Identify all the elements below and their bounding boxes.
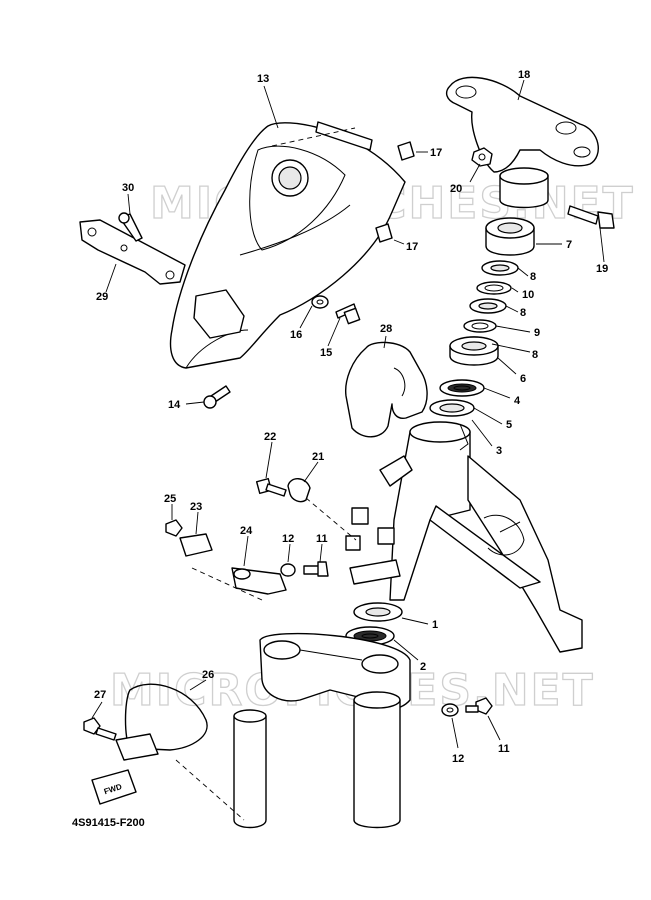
clamp-part-upper [499, 167, 549, 209]
callout-18: 18 [518, 69, 530, 81]
upper-bracket-part-18 [445, 76, 599, 173]
fork-tube-left [233, 709, 267, 829]
bolt-part-27 [83, 717, 117, 741]
guard-part-28 [345, 341, 428, 438]
callout-25: 25 [164, 493, 176, 505]
nut-part-20 [471, 147, 493, 167]
bushing-part-7 [485, 217, 535, 256]
ball-race-part-4 [439, 379, 485, 397]
callout-8-a: 8 [530, 271, 536, 283]
callout-16: 16 [290, 329, 302, 341]
callout-11-lower: 11 [498, 743, 510, 755]
callout-23: 23 [190, 501, 202, 513]
hose-guide-part-26 [115, 683, 208, 761]
callout-13: 13 [257, 73, 269, 85]
callout-4: 4 [514, 395, 521, 407]
callout-30: 30 [122, 182, 134, 194]
bolt-part-11-lower [465, 697, 493, 715]
callout-24: 24 [240, 525, 253, 537]
callout-labels: 13 18 17 30 20 19 7 17 29 8 10 8 16 15 9… [94, 69, 608, 765]
callout-17-lower: 17 [406, 241, 418, 253]
leader-lines [91, 79, 605, 749]
ball-race-part-5 [429, 399, 475, 417]
callout-3: 3 [496, 445, 502, 457]
callout-12-lower: 12 [452, 753, 464, 765]
figure-code: 4S91415-F200 [72, 817, 145, 829]
callout-26: 26 [202, 669, 214, 681]
bolt-part-25 [165, 519, 183, 537]
rubber-washer-part-9 [463, 319, 497, 333]
callout-21: 21 [312, 451, 324, 463]
cover-part-6 [449, 336, 499, 366]
under-bracket-assembly [259, 632, 411, 710]
callout-7: 7 [566, 239, 572, 251]
callout-28: 28 [380, 323, 392, 335]
clip-nut-17-upper [397, 141, 415, 161]
bolt-part-19 [567, 205, 615, 229]
callout-20: 20 [450, 183, 462, 195]
lock-washer-part-10 [476, 281, 512, 295]
callout-11-upper: 11 [316, 533, 328, 545]
callout-8-b: 8 [520, 307, 526, 319]
callout-14: 14 [168, 399, 181, 411]
bolt-part-15 [335, 303, 361, 325]
cover-bracket [193, 289, 245, 339]
bracket-part-29 [79, 219, 186, 285]
holder-part-24 [231, 567, 287, 595]
callout-1: 1 [432, 619, 438, 631]
callout-27: 27 [94, 689, 106, 701]
bolt-part-22 [255, 477, 287, 497]
callout-8-c: 8 [532, 349, 538, 361]
callout-12-upper: 12 [282, 533, 294, 545]
ring-nut-part-8-b [469, 298, 507, 314]
clip-nut-17-lower [375, 223, 393, 243]
washer-part-12-lower [441, 703, 459, 717]
callout-6: 6 [520, 373, 526, 385]
screw-part-30 [118, 212, 143, 242]
callout-19: 19 [596, 263, 608, 275]
callout-29: 29 [96, 291, 108, 303]
screw-part-14 [203, 385, 231, 409]
clip-part-21 [287, 478, 357, 541]
fork-tube-right [353, 691, 401, 829]
callout-9: 9 [534, 327, 540, 339]
ring-nut-part-8-a [481, 260, 519, 276]
bracket-part-23 [179, 533, 213, 557]
bolt-part-11-upper [303, 561, 329, 577]
bearing-race-part-1 [353, 602, 403, 622]
callout-5: 5 [506, 419, 512, 431]
frame-assembly [345, 421, 583, 653]
callout-22: 22 [264, 431, 276, 443]
callout-10: 10 [522, 289, 534, 301]
callout-15: 15 [320, 347, 332, 359]
fwd-tag: FWD [91, 769, 137, 805]
callout-2: 2 [420, 661, 426, 673]
callout-17-upper: 17 [430, 147, 442, 159]
washer-part-16 [311, 295, 329, 309]
washer-part-12-upper [280, 563, 296, 577]
